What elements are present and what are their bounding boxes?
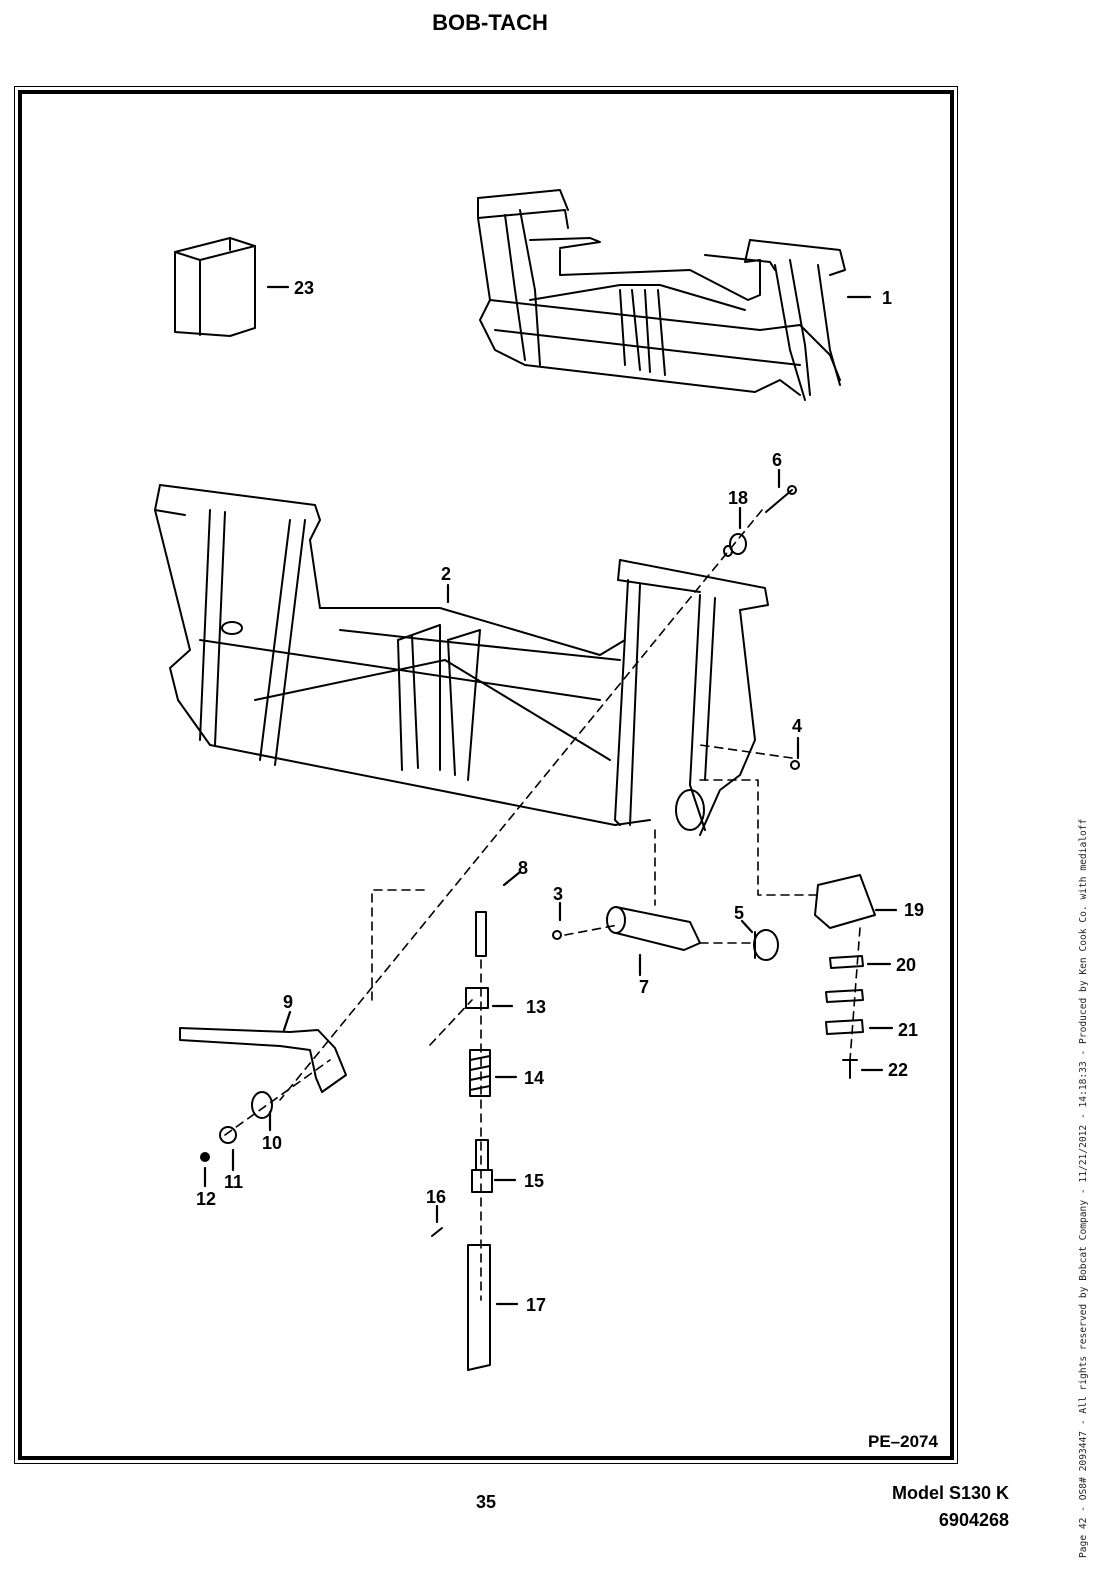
diagram-frame-inner (18, 90, 954, 1460)
page-title: BOB-TACH (432, 10, 548, 35)
callout-22: 22 (888, 1060, 908, 1080)
part-22-screw (842, 1059, 858, 1079)
part-8-pin (475, 911, 487, 957)
part-19-bracket (814, 874, 876, 929)
part-18-bushing (723, 533, 747, 557)
side-note: Page 42 - OS8# 2093447 - All rights rese… (1078, 818, 1089, 1558)
callout-4: 4 (792, 716, 802, 736)
callout-7: 7 (639, 977, 649, 997)
callout-18: 18 (728, 488, 748, 508)
part-11-washer (219, 1126, 237, 1144)
part-12-nut (200, 1152, 210, 1162)
part-21-plate (825, 1019, 864, 1035)
part-10-spring (251, 1091, 273, 1119)
part-17-latch-pin (467, 1244, 491, 1371)
callout-19: 19 (904, 900, 924, 920)
part-number: 6904268 (938, 1510, 1009, 1530)
part-3-screw (552, 930, 562, 940)
callout-15: 15 (524, 1171, 544, 1191)
part-20-shim-b (825, 989, 864, 1003)
model-name: Model S130 K (891, 1483, 1009, 1503)
callout-17: 17 (526, 1295, 546, 1315)
callout-3: 3 (553, 884, 563, 904)
callout-9: 9 (283, 992, 293, 1012)
part-5-bushing (753, 929, 779, 961)
diagram-frame-outer (14, 86, 958, 1464)
callout-13: 13 (526, 997, 546, 1017)
leader-lines (203, 285, 898, 1306)
callout-5: 5 (734, 903, 744, 923)
part-9-lever (179, 1027, 347, 1093)
model-block: Model S130 K 6904268 (892, 1480, 1009, 1534)
part-14-spring (469, 1049, 491, 1097)
part-7-sleeve (606, 906, 701, 951)
part-1-small-frame (477, 189, 846, 401)
part-16-roll-pin (431, 1227, 443, 1237)
callout-1: 1 (882, 288, 892, 308)
callout-10: 10 (262, 1133, 282, 1153)
part-6-bolt (765, 485, 797, 513)
callout-14: 14 (524, 1068, 544, 1088)
part-4-nut (790, 760, 800, 770)
callout-21: 21 (898, 1020, 918, 1040)
callout-8: 8 (518, 858, 528, 878)
callout-16: 16 (426, 1187, 446, 1207)
page-number: 35 (476, 1492, 497, 1512)
callout-20: 20 (896, 955, 916, 975)
part-13-block (465, 987, 489, 1009)
callout-12: 12 (196, 1189, 216, 1209)
part-23-box (174, 237, 256, 337)
part-2-main-frame (154, 484, 769, 836)
callout-11: 11 (224, 1172, 243, 1192)
callout-23: 23 (294, 278, 314, 298)
part-15-plunger (471, 1139, 493, 1193)
part-20-shim (829, 955, 864, 969)
callout-2: 2 (441, 564, 451, 584)
figure-code: PE–2074 (868, 1432, 938, 1451)
callout-6: 6 (772, 450, 782, 470)
assembly-lines (224, 509, 861, 1301)
